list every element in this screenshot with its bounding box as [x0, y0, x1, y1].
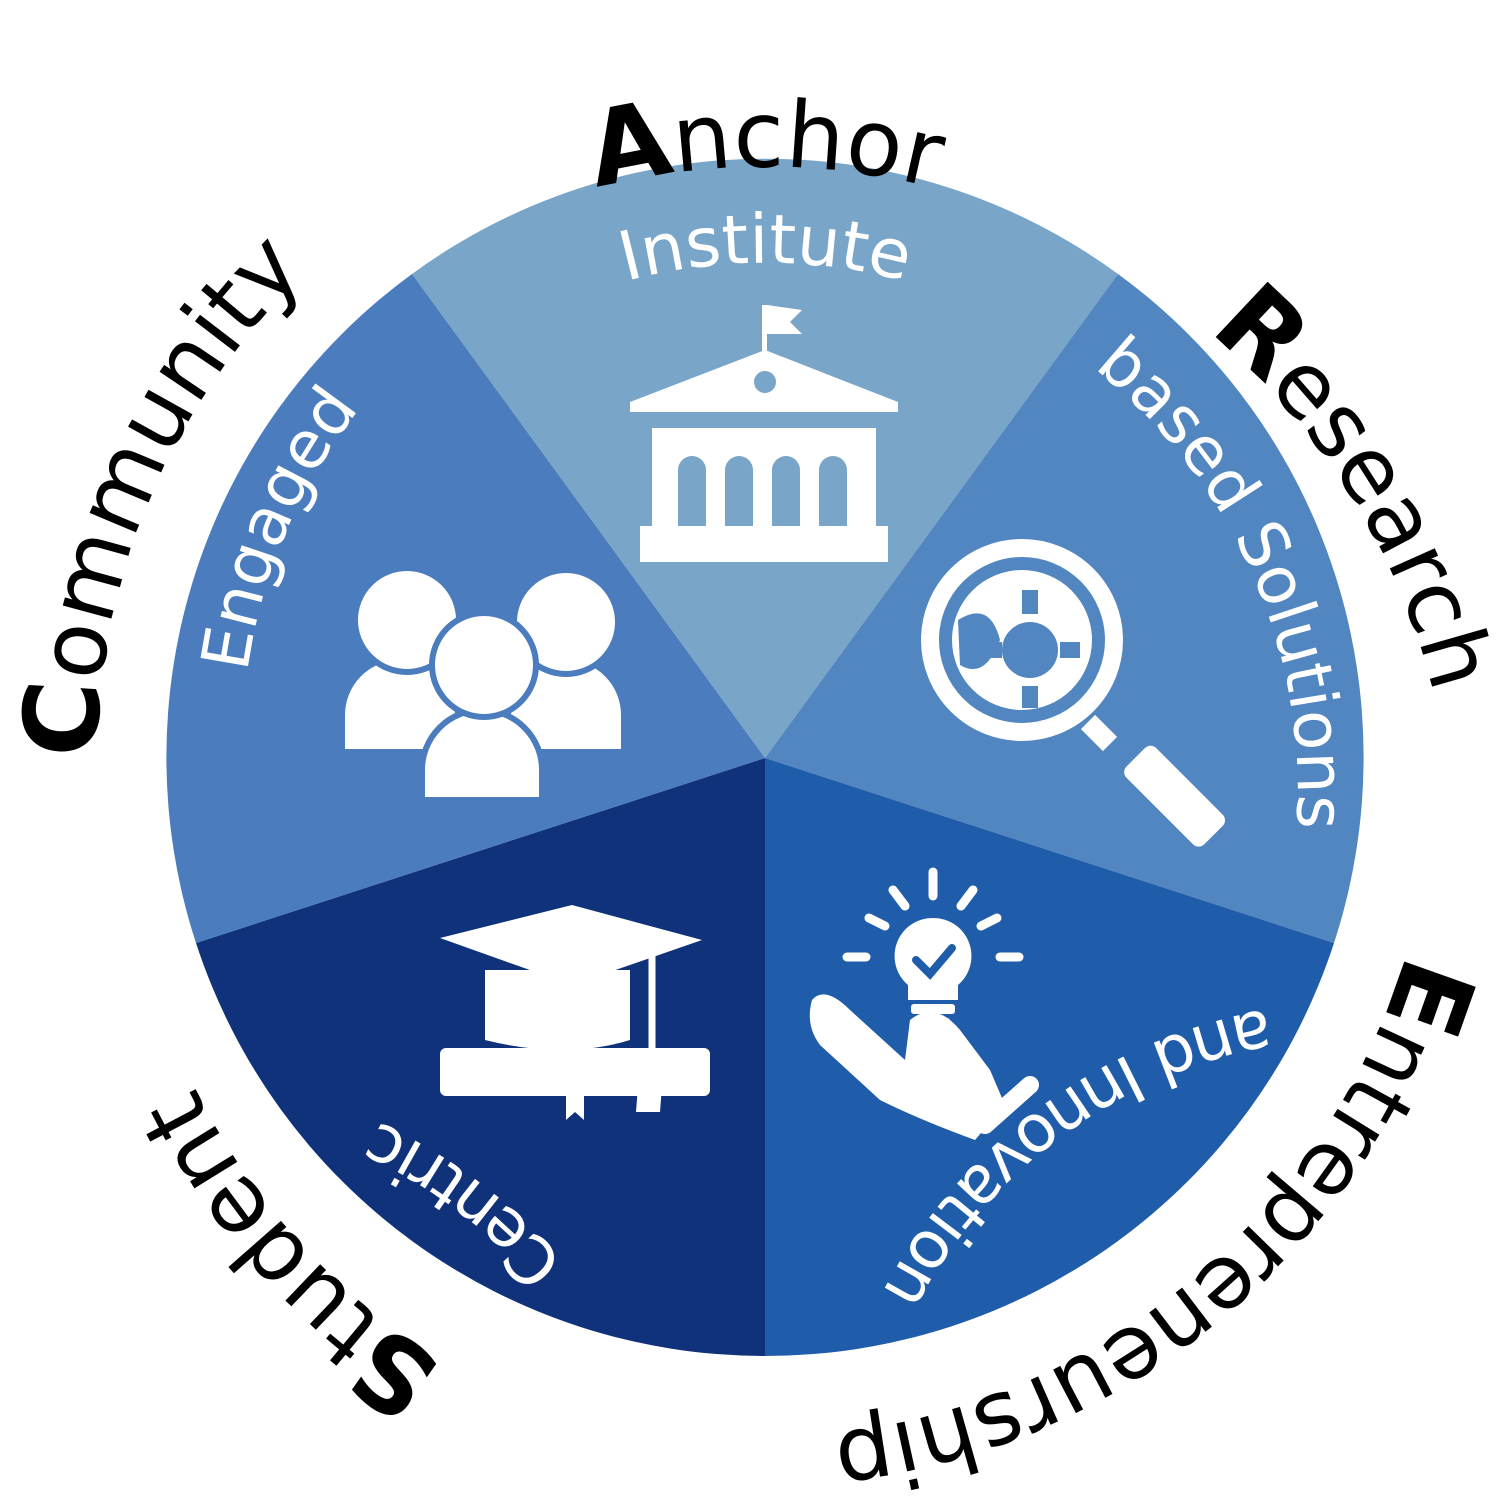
institution-building-icon: [630, 305, 898, 562]
graduation-cap-diploma-icon: [440, 905, 710, 1120]
lightbulb-hand-icon: [809, 867, 1039, 1140]
building-window: [754, 371, 776, 393]
magnifier-globe-icon: [921, 539, 1226, 847]
segment-community: [166, 274, 765, 943]
people-group-icon: [339, 565, 627, 803]
